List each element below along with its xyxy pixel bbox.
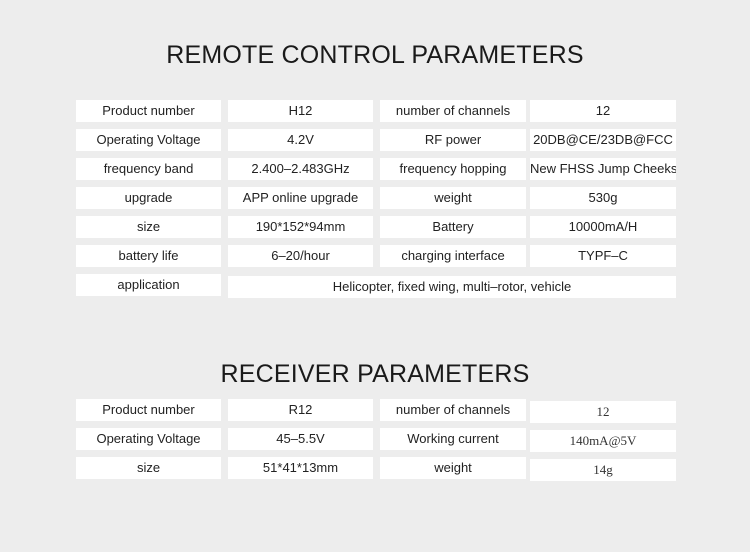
rx-label: Operating Voltage	[76, 428, 221, 450]
rc-label: application	[76, 274, 221, 296]
rc-value: 12	[530, 100, 676, 122]
rx-label: number of channels	[380, 399, 526, 421]
rc-row-frequency-band: frequency band 2.400–2.483GHz frequency …	[76, 158, 676, 180]
rc-value: Helicopter, fixed wing, multi–rotor, veh…	[228, 276, 676, 298]
remote-control-title: REMOTE CONTROL PARAMETERS	[166, 41, 584, 69]
rc-row-product-number: Product number H12 number of channels 12	[76, 100, 676, 122]
rx-value: 51*41*13mm	[228, 457, 373, 479]
rc-label: Product number	[76, 100, 221, 122]
rc-label: Operating Voltage	[76, 129, 221, 151]
rc-row-size: size 190*152*94mm Battery 10000mA/H	[76, 216, 676, 238]
receiver-title: RECEIVER PARAMETERS	[220, 360, 530, 388]
rc-value: TYPF–C	[530, 245, 676, 267]
rc-label: size	[76, 216, 221, 238]
rc-label: charging interface	[380, 245, 526, 267]
rc-label: Battery	[380, 216, 526, 238]
rc-value: New FHSS Jump Cheeks	[530, 158, 676, 180]
rx-label: size	[76, 457, 221, 479]
rx-label: Product number	[76, 399, 221, 421]
rc-value: H12	[228, 100, 373, 122]
rx-value: 12	[530, 401, 676, 423]
rc-label: frequency hopping	[380, 158, 526, 180]
rx-value: 14g	[530, 459, 676, 481]
rc-value: 4.2V	[228, 129, 373, 151]
rc-value: APP online upgrade	[228, 187, 373, 209]
rc-label: number of channels	[380, 100, 526, 122]
rx-row-size: size 51*41*13mm weight 14g	[76, 457, 676, 481]
rx-value: 140mA@5V	[530, 430, 676, 452]
rc-label: RF power	[380, 129, 526, 151]
rx-label: Working current	[380, 428, 526, 450]
rx-label: weight	[380, 457, 526, 479]
rc-label: battery life	[76, 245, 221, 267]
rc-label: weight	[380, 187, 526, 209]
rx-value: R12	[228, 399, 373, 421]
rc-row-operating-voltage: Operating Voltage 4.2V RF power 20DB@CE/…	[76, 129, 676, 151]
rc-value: 530g	[530, 187, 676, 209]
rc-value: 20DB@CE/23DB@FCC	[530, 129, 676, 151]
rc-value: 190*152*94mm	[228, 216, 373, 238]
rc-value: 2.400–2.483GHz	[228, 158, 373, 180]
rc-row-battery-life: battery life 6–20/hour charging interfac…	[76, 245, 676, 267]
rc-row-upgrade: upgrade APP online upgrade weight 530g	[76, 187, 676, 209]
rc-row-application: application Helicopter, fixed wing, mult…	[76, 274, 676, 298]
rx-row-product-number: Product number R12 number of channels 12	[76, 399, 676, 423]
rc-label: frequency band	[76, 158, 221, 180]
rc-label: upgrade	[76, 187, 221, 209]
rc-value: 6–20/hour	[228, 245, 373, 267]
rx-value: 45–5.5V	[228, 428, 373, 450]
rc-value: 10000mA/H	[530, 216, 676, 238]
rx-row-operating-voltage: Operating Voltage 45–5.5V Working curren…	[76, 428, 676, 452]
